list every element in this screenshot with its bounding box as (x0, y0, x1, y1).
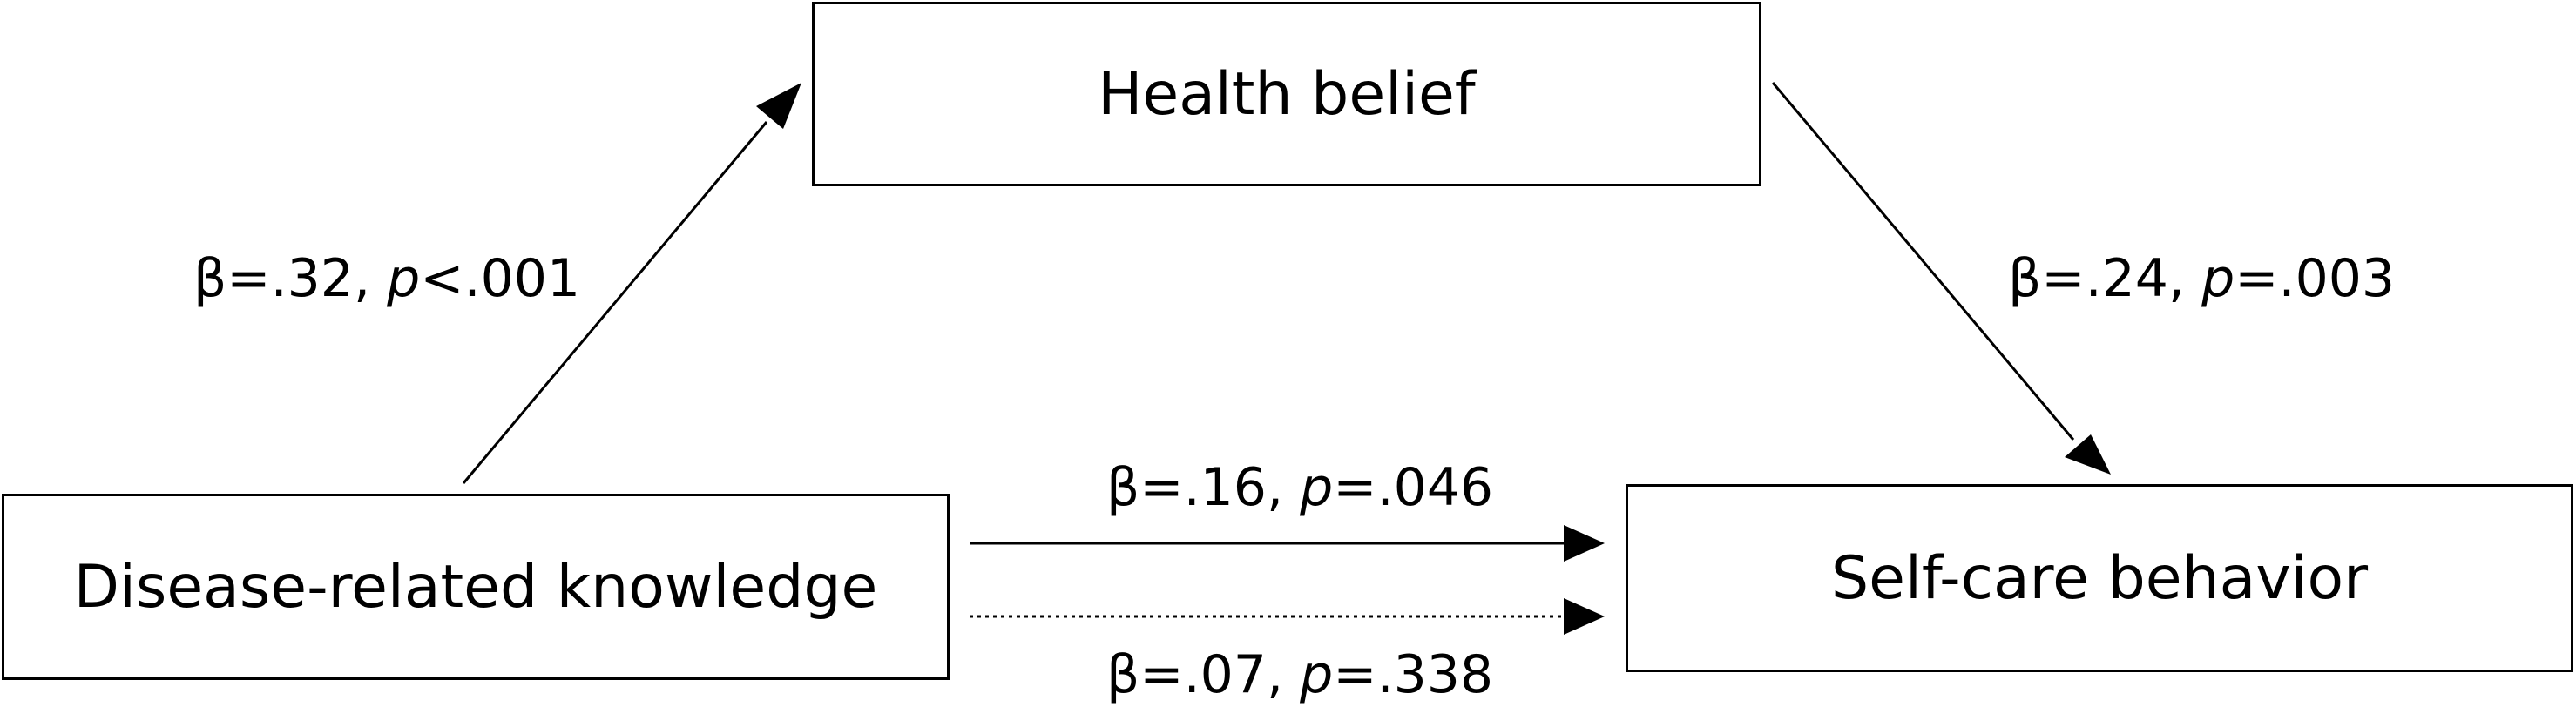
beta-value: β=.07, (1106, 644, 1284, 705)
p-value: =.338 (1333, 644, 1494, 705)
arrow-knowledge-to-belief (462, 83, 801, 484)
p-value: <.001 (420, 248, 581, 309)
p-letter: p (1300, 644, 1334, 705)
p-value: =.046 (1333, 457, 1494, 518)
node-self-care: Self-care behavior (1626, 484, 2573, 672)
node-health-belief-label: Health belief (1098, 59, 1476, 129)
arrow-direct-solid (970, 525, 1605, 562)
arrow-belief-to-selfcare (1771, 82, 2111, 475)
p-value: =.003 (2235, 248, 2396, 309)
label-knowledge-to-belief: β=.32, p<.001 (193, 252, 580, 305)
p-letter: p (387, 248, 421, 309)
node-disease-knowledge: Disease-related knowledge (2, 494, 950, 680)
p-letter: p (2201, 248, 2235, 309)
arrow-direct-dotted (970, 598, 1605, 635)
p-letter: p (1300, 457, 1334, 518)
beta-value: β=.32, (193, 248, 371, 309)
label-belief-to-selfcare: β=.24, p=.003 (2008, 252, 2395, 305)
beta-value: β=.16, (1106, 457, 1284, 518)
node-health-belief: Health belief (812, 2, 1761, 186)
node-disease-knowledge-label: Disease-related knowledge (73, 552, 878, 622)
label-direct-adjusted: β=.07, p=.338 (1106, 649, 1493, 701)
node-self-care-label: Self-care behavior (1830, 543, 2369, 613)
beta-value: β=.24, (2008, 248, 2186, 309)
label-direct-total: β=.16, p=.046 (1106, 461, 1493, 514)
